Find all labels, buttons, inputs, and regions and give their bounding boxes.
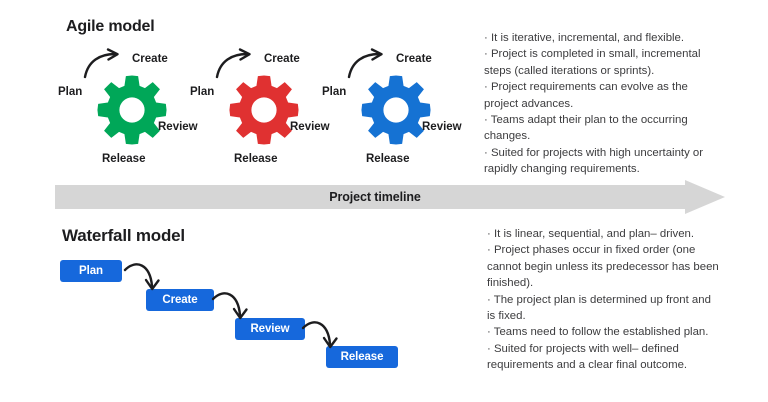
waterfall-arrow-icon [123,263,160,291]
curved-arrow-icon [215,48,251,79]
agile-cycle-red: Plan Create Review Release [190,48,340,173]
waterfall-bullet-3: · The project plan is determined up fron… [487,293,711,323]
agile-label-create: Create [396,53,432,65]
agile-cycle-blue: Plan Create Review Release [322,48,472,173]
waterfall-step-plan[interactable]: Plan [60,260,122,282]
waterfall-description-list: · It is linear, sequential, and plan– dr… [487,226,719,374]
agile-model-title: Agile model [66,18,155,35]
gear-icon-blue [361,75,431,145]
waterfall-cascade: Plan Create Review Release [60,256,460,376]
waterfall-model-title: Waterfall model [62,226,185,245]
waterfall-arrow-icon [211,292,248,320]
curved-arrow-icon [83,48,119,79]
agile-label-create: Create [264,53,300,65]
waterfall-step-release[interactable]: Release [326,346,398,368]
agile-bullet-2: · Project is completed in small, increme… [484,48,701,77]
agile-cycle-green: Plan Create Review Release [58,48,208,173]
waterfall-bullet-5: · Suited for projects with well– defined… [487,342,688,372]
agile-label-plan: Plan [58,86,83,98]
agile-bullet-3: · Project requirements can evolve as the… [484,81,688,110]
agile-bullet-5: · Suited for projects with high uncertai… [484,146,704,176]
waterfall-arrow-icon [301,321,338,349]
agile-bullet-4: · Teams adapt their plan to the occurrin… [484,114,688,143]
timeline-label: Project timeline [329,190,421,204]
agile-bullet-1: · It is iterative, incremental, and flex… [484,32,685,44]
timeline-arrow-shape [55,180,725,214]
agile-label-plan: Plan [322,86,347,98]
project-timeline-arrow: Project timeline [55,180,725,214]
waterfall-step-create[interactable]: Create [146,289,214,311]
agile-label-release: Release [366,153,410,165]
waterfall-bullet-1: · It is linear, sequential, and plan– dr… [487,228,695,240]
curved-arrow-icon [347,48,383,79]
agile-label-release: Release [234,153,278,165]
waterfall-bullet-4: · Teams need to follow the established p… [487,326,709,339]
agile-description-list: · It is iterative, incremental, and flex… [484,30,716,178]
waterfall-bullet-2: · Project phases occur in fixed order (o… [487,244,719,290]
waterfall-step-review[interactable]: Review [235,318,305,340]
agile-label-review: Review [422,121,462,133]
gear-icon-red [229,75,299,145]
agile-label-review: Review [158,121,198,133]
agile-label-create: Create [132,53,168,65]
agile-label-plan: Plan [190,86,215,98]
agile-label-review: Review [290,121,330,133]
gear-icon-green [97,75,167,145]
agile-label-release: Release [102,153,146,165]
